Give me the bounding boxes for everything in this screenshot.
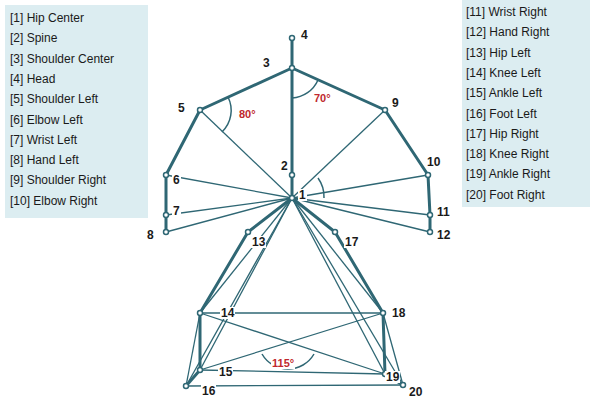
angle-label: 80° <box>238 109 257 120</box>
callout-number: 1 <box>298 189 307 201</box>
callout-number: 2 <box>280 160 289 172</box>
legend-entry: [9] Shoulder Right <box>10 174 106 186</box>
callout-number: 3 <box>262 57 271 69</box>
legend-entry: [3] Shoulder Center <box>10 53 114 65</box>
callout-number: 18 <box>391 307 406 319</box>
callout-number: 19 <box>385 371 400 383</box>
callout-number: 12 <box>436 229 451 241</box>
legend-entry: [1] Hip Center <box>10 12 84 24</box>
angle-arcs <box>222 80 324 369</box>
callout-number: 17 <box>344 236 359 248</box>
callout-number: 16 <box>201 385 216 397</box>
callout-number: 13 <box>251 236 266 248</box>
callout-number: 4 <box>300 29 309 41</box>
callout-number: 11 <box>436 206 451 218</box>
legend-entry: [16] Foot Left <box>466 108 537 120</box>
callout-number: 5 <box>177 102 186 114</box>
legend-entry: [12] Hand Right <box>466 26 549 38</box>
angle-label: 70° <box>313 93 332 104</box>
callout-number: 20 <box>408 386 423 398</box>
callout-number: 9 <box>391 97 400 109</box>
callout-number: 6 <box>172 174 181 186</box>
legend-entry: [14] Knee Left <box>466 67 541 79</box>
angle-label: 115° <box>271 358 295 369</box>
legend-entry: [13] Hip Left <box>466 47 531 59</box>
legend-entry: [8] Hand Left <box>10 154 79 166</box>
thin-lines <box>166 110 430 386</box>
legend-entry: [15] Ankle Left <box>466 87 542 99</box>
legend-entry: [5] Shoulder Left <box>10 93 98 105</box>
callout-number: 14 <box>220 307 235 319</box>
legend-entry: [2] Spine <box>10 32 57 44</box>
legend-entry: [20] Foot Right <box>466 189 545 201</box>
legend-entry: [4] Head <box>10 73 55 85</box>
legend-entry: [18] Knee Right <box>466 148 549 160</box>
legend-entry: [7] Wrist Left <box>10 134 77 146</box>
legend-entry: [11] Wrist Right <box>466 6 547 18</box>
callout-number: 8 <box>146 229 155 241</box>
skeleton-bones <box>166 38 430 386</box>
legend-entry: [10] Elbow Right <box>10 195 97 207</box>
legend-entry: [17] Hip Right <box>466 128 539 140</box>
legend-entry: [6] Elbow Left <box>10 114 83 126</box>
joint-dots <box>164 36 433 389</box>
callout-number: 7 <box>172 205 181 217</box>
callout-number: 10 <box>426 156 441 168</box>
callout-number: 15 <box>218 366 233 378</box>
legend-entry: [19] Ankle Right <box>466 168 550 180</box>
